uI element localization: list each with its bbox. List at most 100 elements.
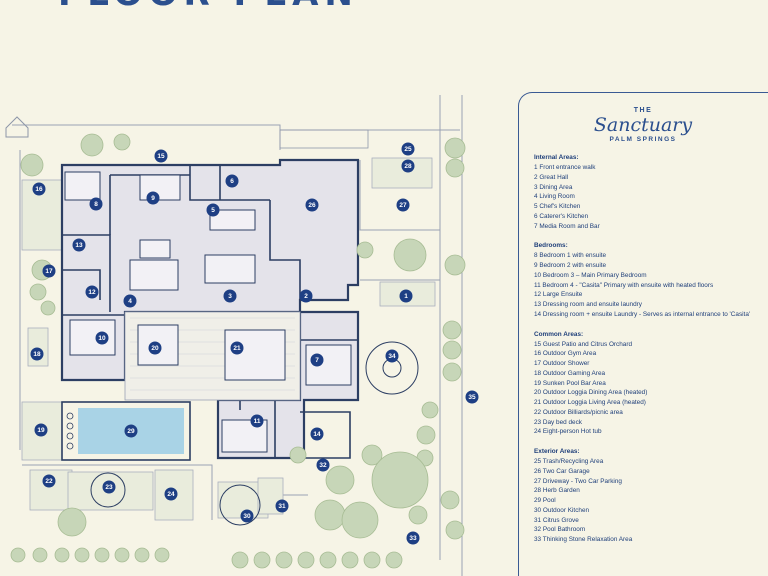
room-marker-label: 29 xyxy=(127,428,135,435)
room-marker-label: 22 xyxy=(45,478,53,485)
room-marker-label: 18 xyxy=(33,351,41,358)
room-marker: 18 xyxy=(30,347,44,361)
legend-item: 25 Trash/Recycling Area xyxy=(534,458,604,465)
room-marker: 27 xyxy=(396,198,410,212)
room-marker-label: 11 xyxy=(254,418,261,425)
room-marker: 5 xyxy=(206,203,220,217)
room-marker-label: 6 xyxy=(230,178,234,185)
room-marker-label: 31 xyxy=(278,503,286,510)
legend-item: 13 Dressing room and ensuite laundry xyxy=(534,301,642,308)
room-marker: 19 xyxy=(34,423,48,437)
room-marker-label: 12 xyxy=(88,289,96,296)
room-marker-label: 7 xyxy=(315,357,319,364)
room-marker: 9 xyxy=(146,191,160,205)
legend-item: 31 Citrus Grove xyxy=(534,516,579,524)
room-marker: 26 xyxy=(305,198,319,212)
room-marker-label: 2 xyxy=(304,293,308,300)
room-marker: 22 xyxy=(42,474,56,488)
room-marker-label: 21 xyxy=(233,345,241,352)
legend-section: Internal Areas: 1 Front entrance walk 2 Gr… xyxy=(534,153,764,231)
dining-table xyxy=(64,171,352,453)
room-marker: 17 xyxy=(42,264,56,278)
legend-item: 20 Outdoor Loggia Dining Area (heated) xyxy=(534,389,648,397)
legend-item: 16 Outdoor Gym Area xyxy=(534,350,597,358)
room-marker-label: 24 xyxy=(167,491,175,498)
room-marker-label: 32 xyxy=(319,462,327,469)
brand-name: Sanctuary xyxy=(593,114,693,136)
legend-item: 19 Sunken Pool Bar Area xyxy=(534,379,606,387)
room-marker: 29 xyxy=(124,424,138,438)
room-marker-label: 30 xyxy=(243,513,251,520)
room-marker: 32 xyxy=(316,458,330,472)
room-marker-label: 34 xyxy=(388,353,396,360)
room-marker: 3 xyxy=(223,289,237,303)
room-marker: 4 xyxy=(123,294,137,308)
room-marker: 20 xyxy=(148,341,162,355)
legend-item: 29 Pool xyxy=(534,497,556,504)
patio-pavers xyxy=(279,129,369,149)
legend-item: 8 Bedroom 1 with ensuite xyxy=(534,252,607,260)
room-marker: 21 xyxy=(230,341,244,355)
legend-item: 22 Outdoor Billiards/picnic area xyxy=(534,408,623,416)
legend-item: 24 Eight-person Hot tub xyxy=(534,428,602,436)
room-marker-label: 33 xyxy=(409,535,417,542)
legend-item: 12 Large Ensuite xyxy=(534,291,583,299)
legend-item: 23 Day bed deck xyxy=(534,418,582,426)
room-marker-label: 28 xyxy=(404,163,412,170)
room-marker-label: 16 xyxy=(35,186,43,193)
room-marker-label: 19 xyxy=(37,427,45,434)
interior-walls xyxy=(62,165,358,459)
legend-section-title: Common Areas: xyxy=(534,330,584,338)
room-marker: 8 xyxy=(89,197,103,211)
legend-item: 27 Driveway - Two Car Parking xyxy=(534,477,622,485)
guest-house-icon xyxy=(5,116,29,138)
legend-sections: Internal Areas: 1 Front entrance walk 2 Gr… xyxy=(534,153,764,545)
brand-block: THE Sanctuary PALM SPRINGS xyxy=(534,107,752,143)
room-marker: 2 xyxy=(299,289,313,303)
room-marker: 11 xyxy=(250,414,264,428)
legend-item: 2 Great Hall xyxy=(534,173,569,181)
legend-item: 1 Front entrance walk xyxy=(534,164,596,171)
room-marker-label: 20 xyxy=(151,345,159,352)
legend-item: 5 Chef's Kitchen xyxy=(534,203,581,210)
room-marker: 24 xyxy=(164,487,178,501)
legend-item: 6 Caterer's Kitchen xyxy=(534,212,589,220)
legend-item: 11 Bedroom 4 - "Casita" Primary with ens… xyxy=(534,281,714,289)
room-marker: 10 xyxy=(95,331,109,345)
legend-item: 28 Herb Garden xyxy=(534,487,580,495)
room-marker: 35 xyxy=(465,390,479,404)
room-marker: 28 xyxy=(401,159,415,173)
room-marker: 6 xyxy=(225,174,239,188)
room-marker-label: 35 xyxy=(468,394,476,401)
room-marker-label: 23 xyxy=(105,484,113,491)
room-marker: 34 xyxy=(385,349,399,363)
legend-item: 4 Living Room xyxy=(534,193,575,201)
floor-plan-title: FLOOR PLAN xyxy=(58,0,359,14)
legend-item: 26 Two Car Garage xyxy=(534,467,590,475)
room-marker-label: 27 xyxy=(399,202,407,209)
room-marker: 31 xyxy=(275,499,289,513)
room-marker-label: 9 xyxy=(151,195,155,202)
shrubs xyxy=(10,133,466,569)
room-marker-label: 26 xyxy=(308,202,316,209)
room-marker-label: 1 xyxy=(404,293,408,300)
legend-item: 33 Thinking Stone Relaxation Area xyxy=(534,536,633,543)
legend-item: 15 Guest Patio and Citrus Orchard xyxy=(534,340,633,348)
room-marker: 23 xyxy=(102,480,116,494)
legend-item: 9 Bedroom 2 with ensuite xyxy=(534,262,607,269)
legend-item: 17 Outdoor Shower xyxy=(534,360,590,367)
room-marker: 33 xyxy=(406,531,420,545)
legend-section-title: Internal Areas: xyxy=(534,154,579,161)
room-marker: 30 xyxy=(240,509,254,523)
legend-item: 30 Outdoor Kitchen xyxy=(534,506,590,514)
room-marker: 25 xyxy=(401,142,415,156)
room-marker: 14 xyxy=(310,427,324,441)
loggia-hatch xyxy=(130,317,295,391)
room-marker: 7 xyxy=(310,353,324,367)
garden-boxes xyxy=(21,157,436,521)
room-marker-label: 13 xyxy=(75,242,83,249)
